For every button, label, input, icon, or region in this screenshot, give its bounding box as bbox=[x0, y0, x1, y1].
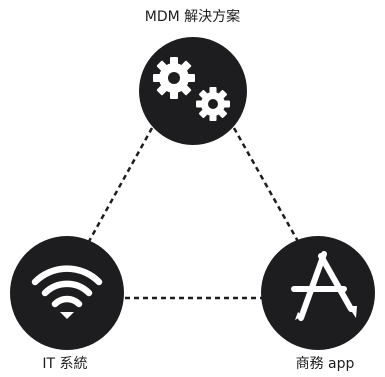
wifi-dot bbox=[60, 312, 74, 319]
node-it-systems bbox=[10, 236, 124, 350]
wifi-icon bbox=[31, 265, 103, 308]
gears-icon bbox=[153, 57, 230, 121]
node-mdm bbox=[139, 37, 247, 145]
node-label-mdm: MDM 解決方案 bbox=[144, 9, 241, 25]
connector-top-right bbox=[232, 127, 302, 246]
app-store-icon bbox=[291, 251, 357, 321]
node-business-app bbox=[261, 236, 375, 350]
node-label-it-systems: IT 系統 bbox=[42, 356, 88, 372]
connector-top-left bbox=[85, 127, 154, 246]
node-label-business-app: 商務 app bbox=[295, 356, 355, 372]
